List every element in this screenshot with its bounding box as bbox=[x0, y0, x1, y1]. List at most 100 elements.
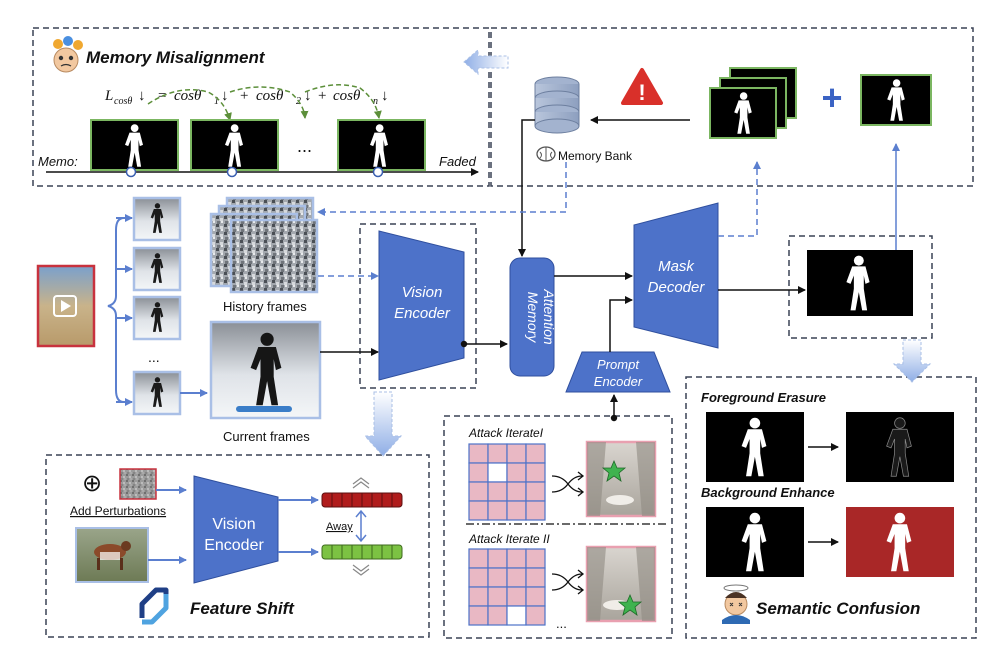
eq-arrow-0: ↓ bbox=[138, 88, 146, 104]
confused-face-icon bbox=[53, 36, 83, 73]
mask-decoder-line2: Decoder bbox=[648, 279, 706, 296]
eq-lhs-sub: cosθ bbox=[114, 96, 132, 107]
input-video-thumbnail bbox=[36, 264, 96, 348]
grid-cell bbox=[487, 586, 508, 607]
attack-iterate-panel bbox=[443, 415, 673, 639]
attack-iterate-1-label: Attack IterateI bbox=[468, 426, 544, 440]
alignment-curve-1 bbox=[147, 89, 232, 121]
grid-cell bbox=[487, 443, 508, 464]
timeline-dot-3 bbox=[372, 166, 384, 178]
fs-encoder-line2: Encoder bbox=[204, 537, 264, 554]
panel-transfer-arrow bbox=[463, 48, 509, 76]
eq-term1-sub: 1 bbox=[214, 96, 219, 107]
memo-frame-n bbox=[337, 119, 426, 171]
shuffle-icon-1 bbox=[551, 471, 585, 497]
current-frames-label: Current frames bbox=[223, 429, 310, 444]
grid-cell bbox=[506, 548, 527, 569]
fg-original-mask bbox=[706, 412, 804, 482]
bg-enhanced-mask bbox=[846, 507, 954, 577]
grid-cell bbox=[468, 462, 489, 483]
frame-thumbnail-4 bbox=[132, 370, 182, 416]
mask-decoder-line1: Mask bbox=[658, 258, 695, 275]
prompt-encoder-line2: Encoder bbox=[594, 374, 643, 389]
grid-cell bbox=[525, 481, 546, 502]
encoder-output-dot bbox=[460, 340, 468, 348]
shuffle-icon-2 bbox=[551, 569, 585, 595]
fg-erased-mask bbox=[846, 412, 954, 482]
vision-encoder-line1: Vision bbox=[402, 284, 443, 301]
add-perturbations-label: Add Perturbations bbox=[70, 504, 166, 518]
eq-term2: cosθ bbox=[256, 88, 284, 104]
new-mask-frame bbox=[860, 74, 932, 126]
database-icon bbox=[534, 76, 580, 134]
grid-cell bbox=[468, 481, 489, 502]
grid-cell bbox=[506, 481, 527, 502]
grid-cell bbox=[468, 500, 489, 521]
alignment-curve-3 bbox=[304, 84, 382, 119]
feature-shift-encoder-block bbox=[193, 475, 279, 584]
vision-encoder-line2: Encoder bbox=[394, 305, 451, 322]
vision-encoder-block bbox=[378, 230, 465, 381]
attack-ellipsis: ... bbox=[556, 616, 567, 631]
eq-arrow-1: ↓ bbox=[221, 88, 229, 104]
bank-to-history-dashed-arrow bbox=[317, 162, 567, 216]
memory-bank-label: Memory Bank bbox=[558, 149, 633, 163]
grid-cell bbox=[468, 567, 489, 588]
history-frames-stack bbox=[209, 196, 319, 294]
grid-cell bbox=[525, 567, 546, 588]
grid-cell bbox=[487, 605, 508, 626]
warning-symbol: ! bbox=[638, 80, 645, 105]
eq-plus-2: + bbox=[318, 88, 326, 104]
eq-plus-1: + bbox=[240, 88, 248, 104]
feature-shift-title: Feature Shift bbox=[190, 599, 295, 618]
grid-cell bbox=[487, 567, 508, 588]
mask-decoder-block bbox=[633, 202, 719, 349]
timeline-end-label: Faded bbox=[439, 154, 477, 169]
memory-misalignment-panel bbox=[32, 27, 490, 187]
semantic-confusion-title: Semantic Confusion bbox=[756, 599, 920, 618]
grid-cell bbox=[506, 567, 527, 588]
attacked-image-2 bbox=[585, 545, 657, 623]
prompt-to-decoder-arrow bbox=[609, 296, 633, 352]
memory-misalignment-title: Memory Misalignment bbox=[86, 48, 266, 67]
memo-ellipsis: ... bbox=[297, 136, 312, 156]
brain-icon bbox=[536, 146, 556, 162]
current-frame-image bbox=[209, 320, 322, 420]
perturbation-noise-patch bbox=[119, 468, 157, 500]
background-enhance-label: Background Enhance bbox=[701, 485, 835, 500]
grid-cell bbox=[487, 481, 508, 502]
frame-thumbnail-2 bbox=[132, 246, 182, 292]
output-mask-panel bbox=[788, 235, 933, 339]
grid-cell bbox=[468, 443, 489, 464]
prompt-encoder-line1: Prompt bbox=[597, 357, 640, 372]
eq-term1: cosθ bbox=[174, 88, 202, 104]
cow-image bbox=[75, 527, 149, 583]
chevron-down-icon bbox=[352, 564, 370, 576]
grid-cell bbox=[506, 605, 527, 626]
memory-attention-line1: Memory bbox=[525, 292, 541, 344]
plus-symbol: + bbox=[821, 77, 842, 118]
grid-cell bbox=[487, 548, 508, 569]
timeline-dot-1 bbox=[125, 166, 137, 178]
eq-lhs: L bbox=[104, 88, 113, 104]
bank-to-attention-arrow bbox=[518, 119, 535, 257]
grid-cell bbox=[487, 462, 508, 483]
memo-frame-1 bbox=[90, 119, 179, 171]
memo-frame-2 bbox=[190, 119, 279, 171]
foreground-erasure-label: Foreground Erasure bbox=[701, 390, 826, 405]
encoder-down-arrow bbox=[363, 391, 403, 457]
memory-bank-panel bbox=[490, 27, 974, 187]
grid-cell bbox=[525, 443, 546, 464]
eq-arrow-3: ↓ bbox=[381, 88, 389, 104]
attack-grid-1 bbox=[468, 443, 546, 521]
attack-grid-2 bbox=[468, 548, 546, 626]
shift-arrows-icon bbox=[139, 587, 169, 625]
semantic-confusion-panel bbox=[685, 376, 977, 639]
grid-cell bbox=[506, 500, 527, 521]
frame-thumbnail-1 bbox=[132, 196, 182, 242]
green-feature-vector bbox=[321, 544, 403, 560]
grid-cell bbox=[525, 548, 546, 569]
grid-cell bbox=[525, 462, 546, 483]
timeline-start-label: Memo: bbox=[38, 154, 78, 169]
prompt-encoder-block bbox=[565, 351, 671, 393]
